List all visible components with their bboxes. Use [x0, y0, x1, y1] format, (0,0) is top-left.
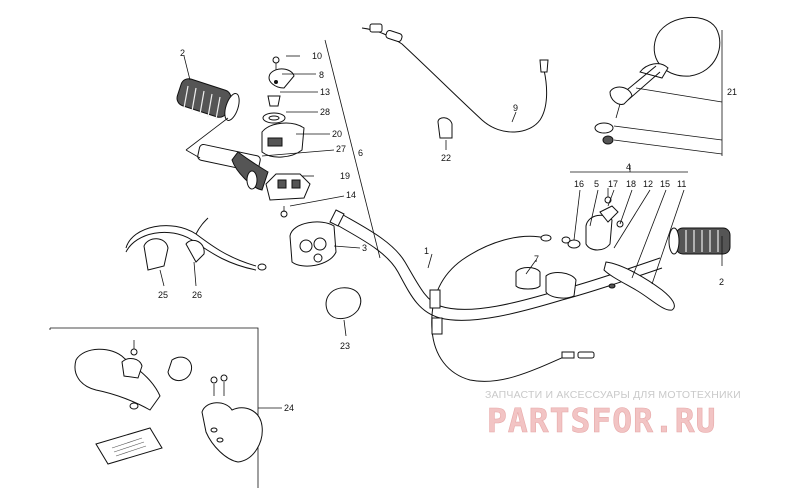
callout-10: 10 [312, 51, 322, 61]
callout-28: 28 [320, 107, 330, 117]
callout-9: 9 [513, 103, 518, 113]
callout-13: 13 [320, 87, 330, 97]
callout-14: 14 [346, 190, 356, 200]
callout-24: 24 [284, 403, 294, 413]
callout-26: 26 [192, 290, 202, 300]
callout-5: 5 [594, 179, 599, 189]
callout-8: 8 [319, 70, 324, 80]
callout-3: 3 [362, 243, 367, 253]
callout-18: 18 [626, 179, 636, 189]
switch-housing-lower [265, 173, 311, 218]
callout-22: 22 [441, 153, 451, 163]
callout-4: 4 [626, 162, 631, 172]
clamp-ring [325, 287, 362, 319]
callout-20: 20 [332, 129, 342, 139]
callout-19: 19 [340, 171, 350, 181]
switch-housing-upper [261, 56, 305, 158]
switch-block [289, 221, 337, 267]
mirror [594, 16, 721, 145]
callout-25: 25 [158, 290, 168, 300]
clutch-cable [431, 234, 595, 382]
callout-23: 23 [340, 341, 350, 351]
callout-2-left: 2 [180, 48, 185, 58]
callout-1: 1 [424, 246, 429, 256]
callout-21: 21 [727, 87, 737, 97]
watermark-tagline: ЗАПЧАСТИ И АКСЕССУАРЫ ДЛЯ МОТОТЕХНИКИ [485, 389, 741, 401]
inline-adjuster [429, 289, 443, 335]
clutch-lever [603, 261, 675, 311]
callout-27: 27 [336, 144, 346, 154]
callout-16: 16 [574, 179, 584, 189]
callout-12: 12 [643, 179, 653, 189]
callout-11: 11 [677, 179, 686, 189]
clutch-perch [561, 188, 624, 289]
throttle-tube [197, 143, 269, 191]
handguard-kit [74, 340, 263, 465]
cable-clip [437, 117, 453, 139]
handlebar [329, 209, 663, 321]
callout-17: 17 [608, 179, 618, 189]
throttle-cable [361, 23, 549, 133]
callout-2-right: 2 [719, 277, 724, 287]
callout-7: 7 [534, 254, 539, 264]
callout-15: 15 [660, 179, 670, 189]
watermark-logo: PARTSFOR.RU [487, 401, 717, 441]
right-grip [668, 227, 731, 255]
callout-6: 6 [358, 148, 363, 158]
left-grip [176, 78, 240, 121]
wiring-harness [125, 217, 267, 271]
